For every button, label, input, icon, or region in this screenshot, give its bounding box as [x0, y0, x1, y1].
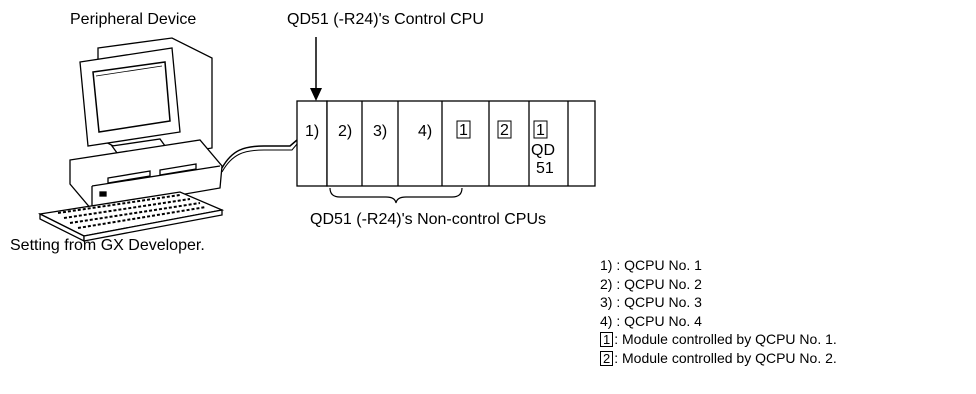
legend-key-boxed: 1 — [600, 332, 614, 347]
legend-key: 2) — [600, 275, 613, 292]
legend-text: : Module controlled by QCPU No. 1. — [614, 331, 837, 347]
legend-item: 2) : QCPU No. 2 — [600, 275, 837, 294]
control-cpu-label: QD51 (-R24)'s Control CPU — [287, 11, 484, 28]
slot-labels: 1) 2) 3) 4) 1 2 1 QD 51 — [305, 120, 555, 177]
non-control-brace — [329, 187, 463, 204]
legend-key: 1) — [600, 257, 613, 273]
legend-item: 3) : QCPU No. 3 — [600, 293, 837, 312]
legend-item: 1) : QCPU No. 1 — [600, 256, 837, 275]
legend-item: 1: Module controlled by QCPU No. 1. — [600, 330, 837, 349]
cable — [221, 139, 298, 169]
legend-text: : QCPU No. 4 — [616, 312, 702, 329]
slot-6-label: 2 — [500, 122, 509, 139]
slot-2-label: 2) — [338, 123, 352, 140]
slot-3-label: 3) — [373, 123, 387, 140]
slot-7-module-name-2: 51 — [536, 160, 554, 177]
computer-icon — [37, 37, 225, 243]
legend-text: : Module controlled by QCPU No. 2. — [614, 349, 837, 366]
setting-from-label: Setting from GX Developer. — [10, 237, 205, 254]
legend-key: 4) — [600, 312, 613, 329]
legend-key: 3) — [600, 294, 613, 310]
slot-7-label: 1 — [536, 122, 545, 139]
slot-5-label: 1 — [459, 122, 468, 139]
control-cpu-arrow — [310, 37, 322, 101]
slot-7-module-name-1: QD — [531, 142, 555, 159]
base-unit — [296, 100, 596, 187]
legend-key-boxed: 2 — [600, 350, 614, 366]
keyboard-keys — [57, 194, 207, 229]
legend-item: 2: Module controlled by QCPU No. 2. — [600, 349, 837, 368]
legend: 1) : QCPU No. 1 2) : QCPU No. 2 3) : QCP… — [600, 256, 837, 367]
legend-item: 4) : QCPU No. 4 — [600, 312, 837, 331]
legend-text: : QCPU No. 3 — [616, 294, 702, 310]
legend-text: : QCPU No. 2 — [616, 275, 702, 292]
peripheral-device-label: Peripheral Device — [70, 11, 197, 28]
slot-1-label: 1) — [305, 123, 319, 140]
non-control-cpus-label: QD51 (-R24)'s Non-control CPUs — [310, 211, 547, 228]
legend-text: : QCPU No. 1 — [616, 257, 702, 273]
slot-4-label: 4) — [418, 123, 432, 140]
